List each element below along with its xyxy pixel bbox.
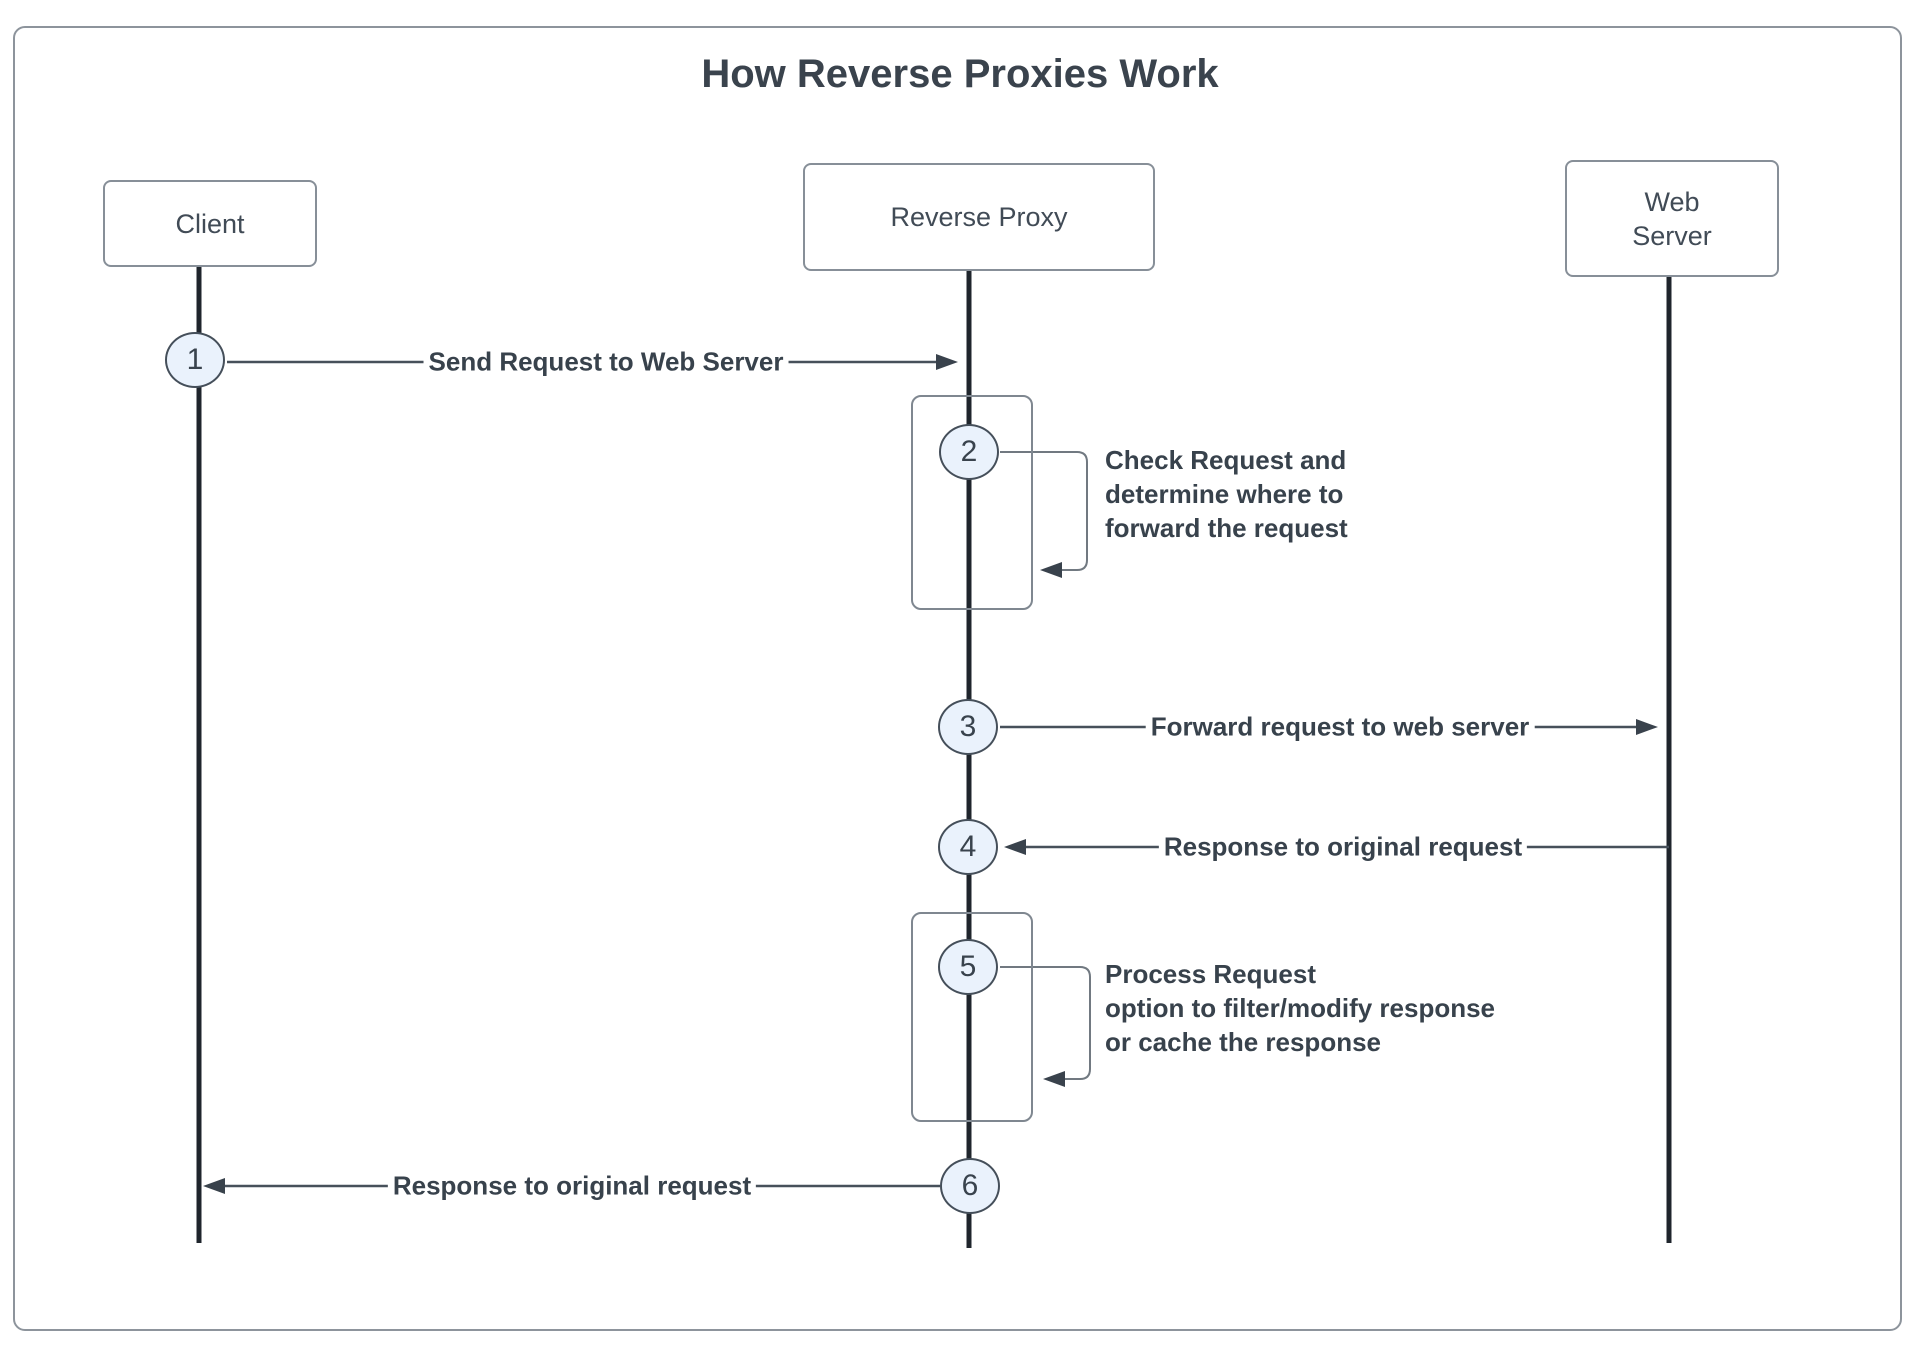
actor-label-client: Client	[175, 208, 245, 239]
arrowhead-process-request	[1043, 1071, 1065, 1087]
actor-box-client: Client	[103, 180, 317, 267]
message-label-send-request: Send Request to Web Server	[423, 346, 789, 378]
diagram-title: How Reverse Proxies Work	[701, 52, 1219, 96]
step-circle-4: 4	[938, 819, 998, 875]
note-check-request-line2: determine where to	[1105, 479, 1344, 509]
activation-box-process-request	[911, 912, 1033, 1122]
actor-box-web-server: Web Server	[1565, 160, 1779, 277]
note-check-request: Check Request and determine where to for…	[1105, 443, 1348, 545]
note-process-request-line2: option to filter/modify response	[1105, 993, 1496, 1023]
note-check-request-line3: forward the request	[1105, 513, 1348, 543]
note-process-request: Process Request option to filter/modify …	[1105, 957, 1495, 1059]
step-circle-5: 5	[938, 939, 998, 995]
actor-label-web-server-line2: Server	[1632, 220, 1712, 251]
diagram-border	[13, 26, 1902, 1331]
actor-label-reverse-proxy: Reverse Proxy	[890, 202, 1068, 232]
step-circle-6: 6	[940, 1158, 1000, 1214]
actor-box-reverse-proxy: Reverse Proxy	[803, 163, 1155, 271]
arrowhead-send-request	[936, 354, 958, 370]
arrowhead-response-to-client	[203, 1178, 225, 1194]
arrowhead-response-from-server	[1004, 839, 1026, 855]
message-label-forward-request: Forward request to web server	[1145, 711, 1535, 743]
activation-box-check-request	[911, 395, 1033, 610]
step-circle-1: 1	[165, 332, 225, 388]
step-circle-2: 2	[939, 424, 999, 480]
step-circle-3: 3	[938, 699, 998, 755]
arrowhead-forward-request	[1636, 719, 1658, 735]
note-process-request-line1: Process Request	[1105, 959, 1316, 989]
note-check-request-line1: Check Request and	[1105, 445, 1347, 475]
self-loop-process-request	[1000, 966, 1091, 1080]
actor-label-web-server-line1: Web	[1644, 186, 1700, 217]
message-label-response-to-client: Response to original request	[387, 1170, 757, 1202]
message-label-response-from-server: Response to original request	[1158, 831, 1528, 863]
note-process-request-line3: or cache the response	[1105, 1027, 1381, 1057]
self-loop-check-request	[1000, 451, 1088, 571]
arrowhead-check-request	[1040, 562, 1062, 578]
